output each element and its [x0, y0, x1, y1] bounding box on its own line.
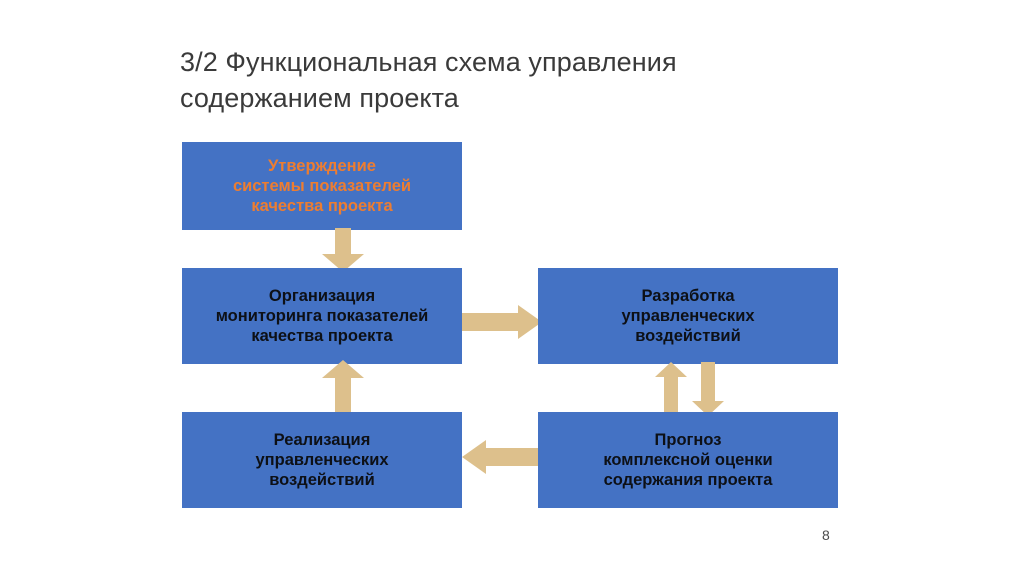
diagram-node-realization[interactable]: Реализация управленческих воздействий: [182, 412, 462, 508]
diagram-node-approval-label: Утверждение системы показателей качества…: [232, 156, 412, 216]
page-number: 8: [822, 527, 830, 543]
diagram-node-development-label: Разработка управленческих воздействий: [621, 286, 755, 346]
diagram-node-monitoring-label: Организация мониторинга показателей каче…: [215, 286, 429, 346]
diagram-node-forecast[interactable]: Прогноз комплексной оценки содержания пр…: [538, 412, 838, 508]
page-title: 3/2 Функциональная схема управления соде…: [180, 47, 677, 113]
diagram-node-forecast-label: Прогноз комплексной оценки содержания пр…: [603, 430, 773, 490]
arrow-right-monitoring-to-development: [462, 305, 542, 339]
diagram-node-realization-label: Реализация управленческих воздействий: [255, 430, 389, 490]
arrow-down-development-to-forecast: [692, 362, 724, 416]
arrow-up-realization-to-monitoring: [322, 360, 364, 416]
diagram-node-monitoring[interactable]: Организация мониторинга показателей каче…: [182, 268, 462, 364]
arrow-up-forecast-to-development: [655, 362, 687, 416]
diagram-node-approval[interactable]: Утверждение системы показателей качества…: [182, 142, 462, 230]
arrow-left-forecast-to-realization: [462, 440, 542, 474]
arrow-down-approval-to-monitoring: [322, 228, 364, 272]
diagram-node-development[interactable]: Разработка управленческих воздействий: [538, 268, 838, 364]
